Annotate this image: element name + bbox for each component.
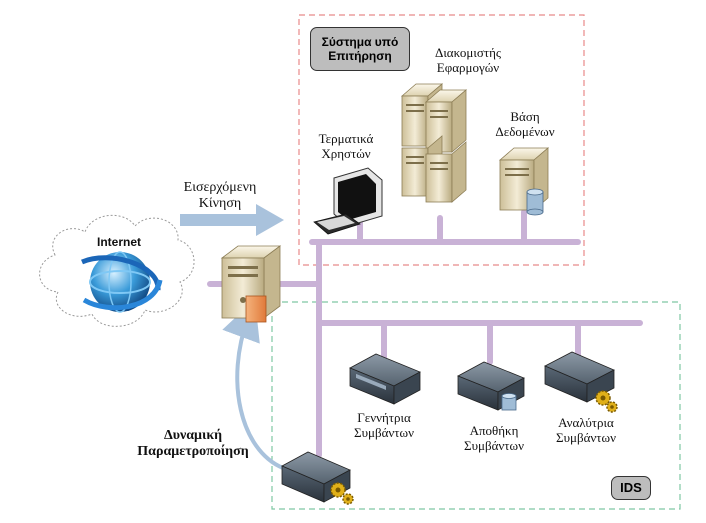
incoming-traffic-label: Εισερχόμενη Κίνηση — [183, 180, 257, 212]
internet-label: Internet — [96, 235, 141, 249]
event-storage-server-icon — [457, 361, 525, 411]
system-under-monitoring-box — [298, 14, 585, 266]
gear-icon — [330, 482, 354, 505]
ids-title-text: IDS — [620, 480, 642, 496]
event-storage-label: Αποθήκη Συμβάντων — [464, 423, 524, 453]
event-generator-label: Γεννήτρια Συμβάντων — [354, 410, 414, 440]
dynamic-config-server-icon — [281, 451, 354, 505]
globe-icon — [81, 251, 163, 313]
event-analyzer-label: Αναλύτρια Συμβάντων — [556, 415, 616, 445]
gateway-server-icon — [220, 245, 282, 323]
storage-disk-icon — [501, 393, 517, 411]
event-generator-server-icon — [349, 353, 421, 405]
incoming-traffic-arrow — [180, 204, 284, 236]
database-label: Βάση Δεδομένων — [495, 109, 555, 139]
dynamic-parameterization-label: Δυναμική Παραμετροποίηση — [137, 428, 249, 460]
network-lines — [207, 209, 643, 458]
application-servers-label: Διακομιστής Εφαρμογών — [434, 45, 502, 75]
database-cylinder-icon — [526, 188, 544, 216]
gear-icon — [595, 390, 618, 413]
event-analyzer-server-icon — [544, 351, 618, 413]
ids-title: IDS — [611, 476, 651, 500]
dynamic-parameterization-arrow — [222, 299, 284, 470]
system-title-text: Σύστημα υπό Επιτήρηση — [321, 34, 399, 63]
user-terminals-label: Τερματικά Χρηστών — [318, 131, 374, 161]
ids-box — [271, 301, 681, 510]
application-server-cluster-icon — [400, 83, 468, 203]
system-under-monitoring-title: Σύστημα υπό Επιτήρηση — [310, 27, 410, 71]
user-terminal-icon — [313, 167, 383, 235]
database-server-icon — [498, 147, 550, 216]
